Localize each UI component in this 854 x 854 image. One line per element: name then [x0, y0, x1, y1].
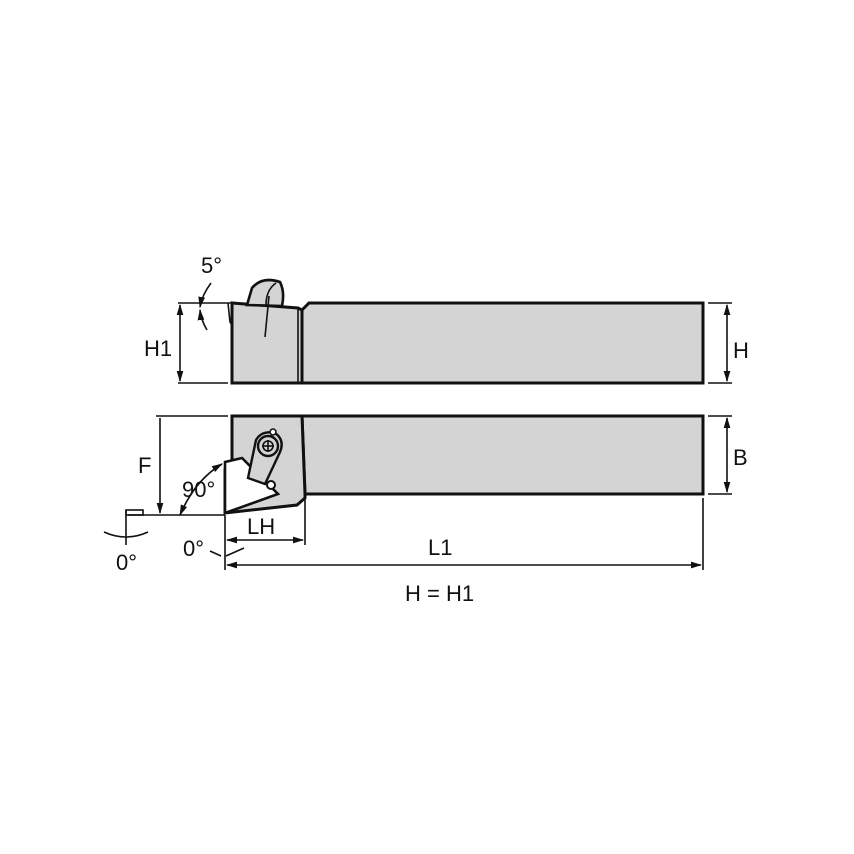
- b-label: B: [733, 445, 748, 470]
- lh-label: LH: [247, 514, 275, 539]
- h-equals-h1-note: H = H1: [405, 581, 474, 606]
- angle-5-label: 5°: [201, 253, 222, 278]
- clamp-lever: [245, 278, 285, 308]
- h1-label: H1: [144, 336, 172, 361]
- h-label: H: [733, 338, 749, 363]
- angle-0-left-label: 0°: [116, 550, 137, 575]
- side-view: 5° H1 H: [144, 253, 749, 385]
- top-shank: [300, 414, 705, 496]
- top-view: F B 90° LH L1 0° 0°: [103, 414, 748, 575]
- insert: [223, 456, 281, 515]
- f-label: F: [138, 453, 151, 478]
- insert-pin: [266, 480, 276, 490]
- side-shank: [300, 301, 705, 385]
- angle-0-bottom-label: 0°: [183, 536, 204, 561]
- angle-90-label: 90°: [182, 477, 215, 502]
- l1-label: L1: [428, 535, 452, 560]
